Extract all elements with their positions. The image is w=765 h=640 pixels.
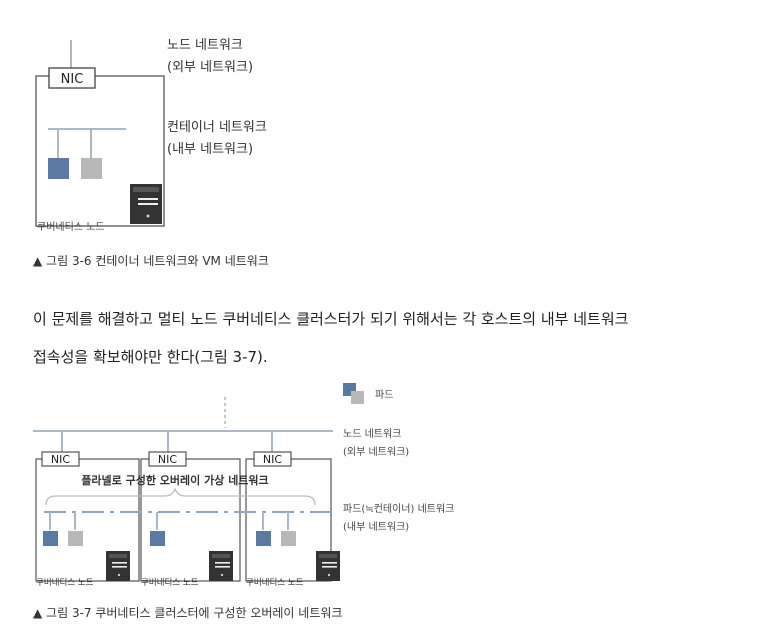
- node-label: 쿠버네티스 노드: [37, 221, 105, 233]
- node-network-sub-2: (외부 네트워크): [343, 445, 409, 458]
- nic-box: [48, 67, 96, 89]
- pod-blue-2: [150, 531, 165, 546]
- node-network-sub: (외부 네트워크): [167, 60, 253, 75]
- node-label-3: 쿠버네티스 노드: [246, 577, 304, 588]
- pod-gray-3: [281, 531, 296, 546]
- server-icon-3: [316, 551, 340, 581]
- nic-label: NIC: [61, 72, 84, 87]
- server-icon-1: [106, 551, 130, 581]
- node-label-2: 쿠버네티스 노드: [141, 577, 199, 588]
- pod-network-label: 파드(≒컨테이너) 네트워크: [343, 502, 454, 515]
- node-label-1: 쿠버네티스 노드: [36, 577, 94, 588]
- figure-3-6-caption: ▲ 그림 3-6 컨테이너 네트워크와 VM 네트워크: [33, 254, 269, 268]
- container-gray: [81, 158, 102, 179]
- pod-gray-1: [68, 531, 83, 546]
- pod-network-sub: (내부 네트워크): [343, 520, 409, 533]
- pod-blue-3: [256, 531, 271, 546]
- node-box: [35, 75, 165, 227]
- pod-blue-1: [43, 531, 58, 546]
- overlay-brace: [45, 487, 316, 506]
- node-network-label: 노드 네트워크: [167, 38, 243, 53]
- paragraph-line-1: 이 문제를 해결하고 멀티 노드 쿠버네티스 클러스터가 되기 위해서는 각 호…: [33, 310, 629, 328]
- nic-box-2: [148, 451, 187, 467]
- nic-label-2: NIC: [158, 453, 177, 466]
- overlay-network-label: 플라넬로 구성한 오버레이 가상 네트워크: [81, 473, 268, 487]
- nic-label-3: NIC: [263, 453, 282, 466]
- server-icon: [130, 184, 162, 224]
- pod-legend-icon: [343, 383, 364, 404]
- node-network-label-2: 노드 네트워크: [343, 427, 401, 440]
- figure-3-7-caption: ▲ 그림 3-7 쿠버네티스 클러스터에 구성한 오버레이 네트워크: [33, 606, 342, 620]
- nic-box-3: [253, 451, 292, 467]
- legend-pod-label: 파드: [375, 389, 393, 401]
- node-box-1: [35, 458, 140, 582]
- nic-label-1: NIC: [51, 453, 70, 466]
- server-icon-2: [209, 551, 233, 581]
- container-blue: [48, 158, 69, 179]
- container-network-sub: (내부 네트워크): [167, 142, 253, 157]
- nic-box-1: [41, 451, 80, 467]
- figure-3-7: 파드 NIC NIC NIC 플라넬로 구성한 오버레이 가상 네트워크: [33, 383, 454, 620]
- paragraph-line-2: 접속성을 확보해야만 한다(그림 3-7).: [33, 348, 268, 366]
- container-network-label: 컨테이너 네트워크: [167, 120, 267, 135]
- node-box-2: [140, 458, 241, 582]
- figure-3-6: NIC 쿠버네티스 노드 노드 네트워크 (외부 네트워크) 컨테이너 네트워크…: [33, 38, 269, 268]
